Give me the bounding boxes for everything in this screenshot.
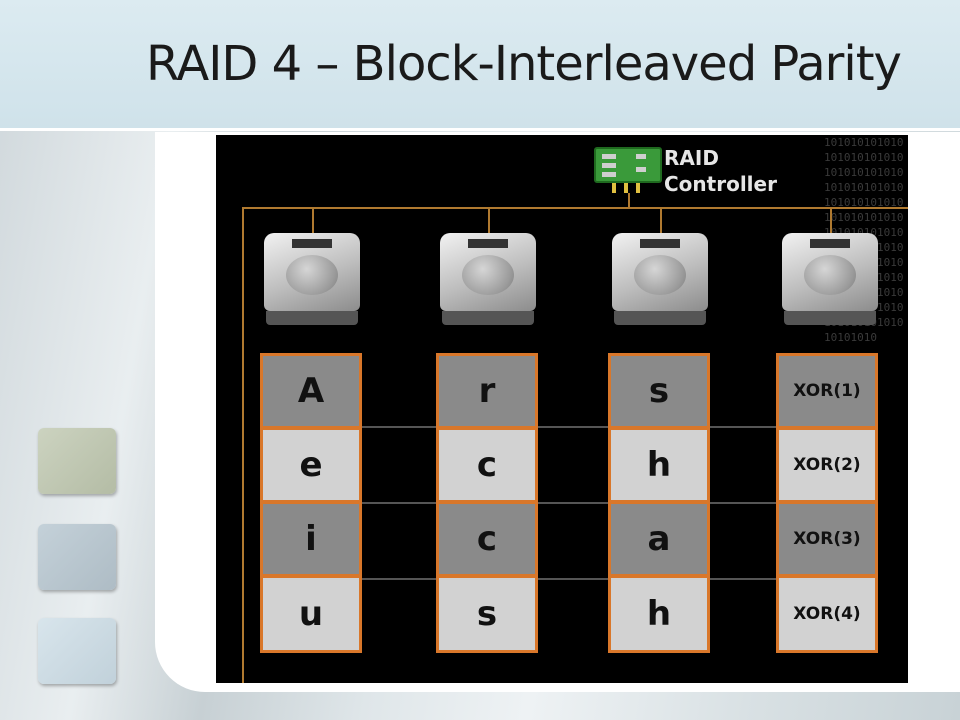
raid4-diagram: 1010101010101010101010101010101010101010… [216,135,908,683]
controller-label-line2: Controller [664,172,777,196]
title-bar: RAID 4 – Block-Interleaved Parity [0,0,960,128]
block-cell: h [611,578,707,650]
block-cell: r [439,356,535,430]
hard-disk-icon [440,233,536,327]
disk-2-blocks: r c c s [436,353,538,653]
stripe-line [356,578,816,580]
controller-pin-icon [612,183,616,193]
disk-2-cable [488,207,490,235]
controller-pin-icon [624,183,628,193]
block-cell: u [263,578,359,650]
disk-3-cable [660,207,662,235]
block-cell: A [263,356,359,430]
block-cell: a [611,504,707,578]
disk-1-blocks: A e i u [260,353,362,653]
stripe-line [356,426,816,428]
block-cell: c [439,504,535,578]
decorative-square-blue [38,524,116,590]
controller-label: RAID Controller [664,145,777,197]
block-cell: c [439,430,535,504]
disk-3-blocks: s h a h [608,353,710,653]
controller-bus-link [628,193,630,209]
hard-disk-icon [264,233,360,327]
parity-cell: XOR(4) [779,578,875,650]
slide-title: RAID 4 – Block-Interleaved Parity [146,36,902,92]
block-cell: e [263,430,359,504]
hard-disk-icon [782,233,878,327]
block-cell: s [439,578,535,650]
controller-bus [242,207,908,209]
decorative-square-light [38,618,116,684]
parity-cell: XOR(3) [779,504,875,578]
parity-cell: XOR(1) [779,356,875,430]
disk-1-cable [312,207,314,235]
raid-controller-chip-icon [594,147,662,183]
controller-pin-icon [636,183,640,193]
left-bus-rail [242,207,244,683]
stripe-line [356,502,816,504]
block-cell: s [611,356,707,430]
parity-disk-blocks: XOR(1) XOR(2) XOR(3) XOR(4) [776,353,878,653]
controller-label-line1: RAID [664,146,719,170]
block-cell: h [611,430,707,504]
block-cell: i [263,504,359,578]
parity-cell: XOR(2) [779,430,875,504]
decorative-square-olive [38,428,116,494]
parity-disk-cable [830,207,832,235]
title-separator [0,128,960,131]
hard-disk-icon [612,233,708,327]
